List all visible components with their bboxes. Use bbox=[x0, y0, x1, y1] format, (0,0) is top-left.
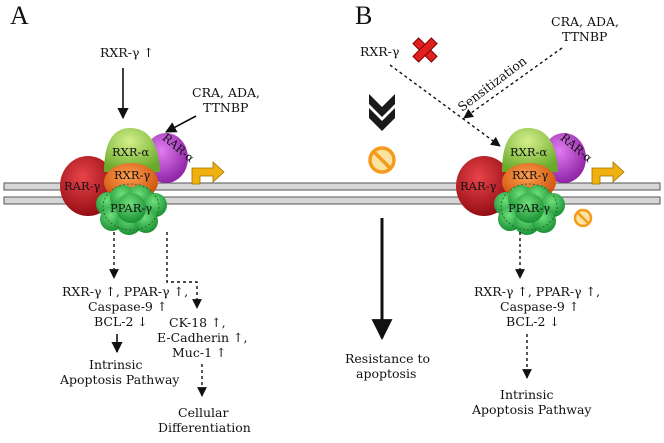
diff-markers-line1: CK-18 ↑, bbox=[169, 315, 226, 330]
apoptosis-pathway-label-a: Apoptosis Pathway bbox=[59, 372, 180, 387]
ligands-label-line1: CRA, ADA, bbox=[192, 85, 260, 100]
transcription-arrow-b bbox=[591, 161, 625, 185]
cellular-label: Cellular bbox=[178, 405, 228, 420]
transcription-arrow-a bbox=[191, 161, 225, 185]
ligands-label-b-line1: CRA, ADA, bbox=[551, 14, 619, 29]
ligands-label-b-line2: TTNBP bbox=[562, 29, 607, 44]
differentiation-label: Differentiation bbox=[158, 420, 251, 435]
small-prohibition-icon bbox=[573, 208, 593, 228]
svg-text:RXR-α: RXR-α bbox=[112, 145, 149, 159]
diff-markers-line2: E-Cadherin ↑, bbox=[157, 330, 248, 345]
ppar-gamma-blob bbox=[96, 185, 167, 235]
markers-line3-b: BCL-2 ↓ bbox=[506, 314, 560, 329]
receptor-complex-a: RAR-γ RXR-α RXR-γ RAR-α PPAR-γ bbox=[60, 128, 197, 235]
diff-markers-line3: Muc-1 ↑ bbox=[172, 345, 226, 360]
rxr-dashed-arrow-b bbox=[389, 64, 501, 147]
intrinsic-label-b: Intrinsic bbox=[500, 387, 553, 402]
markers-line2-a: Caspase-9 ↑ bbox=[88, 299, 167, 314]
differentiation-dashed-arrow bbox=[166, 232, 202, 309]
prohibition-icon bbox=[368, 146, 396, 174]
apoptosis-pathway-label-b: Apoptosis Pathway bbox=[471, 402, 592, 417]
ligands-label-line2: TTNBP bbox=[203, 100, 248, 115]
rxr-gamma-label-b: RXR-γ bbox=[360, 44, 399, 59]
svg-text:RXR-γ: RXR-γ bbox=[512, 168, 548, 182]
rxr-alpha-blob bbox=[104, 128, 160, 172]
markers-line1-a: RXR-γ ↑, PPAR-γ ↑, bbox=[62, 284, 188, 299]
markers-line2-b: Caspase-9 ↑ bbox=[500, 299, 579, 314]
resistance-label-line2: apoptosis bbox=[356, 366, 416, 381]
svg-text:RXR-γ: RXR-γ bbox=[114, 168, 150, 182]
markers-line3-a: BCL-2 ↓ bbox=[94, 314, 148, 329]
resistance-label-line1: Resistance to bbox=[345, 351, 430, 366]
double-chevron-down-icon bbox=[369, 94, 395, 131]
svg-text:RAR-γ: RAR-γ bbox=[64, 179, 101, 193]
ligand-arrow bbox=[165, 115, 197, 133]
panel-a-letter: A bbox=[10, 1, 29, 30]
x-mark-icon bbox=[412, 37, 438, 63]
sensitization-label: Sensitization bbox=[455, 53, 530, 114]
intrinsic-label-a: Intrinsic bbox=[89, 357, 142, 372]
sensitization-arrow bbox=[463, 47, 563, 119]
svg-text:RXR-α: RXR-α bbox=[510, 145, 547, 159]
svg-text:PPAR-γ: PPAR-γ bbox=[508, 201, 550, 215]
cell-membrane bbox=[3, 182, 661, 205]
svg-text:PPAR-γ: PPAR-γ bbox=[110, 201, 152, 215]
rxr-alpha-blob-b bbox=[502, 128, 558, 172]
rxr-gamma-up-label: RXR-γ ↑ bbox=[100, 45, 154, 60]
svg-text:RAR-γ: RAR-γ bbox=[460, 179, 497, 193]
markers-line1-b: RXR-γ ↑, PPAR-γ ↑, bbox=[474, 284, 600, 299]
ppar-gamma-blob-b bbox=[494, 185, 565, 235]
panel-b-letter: B bbox=[355, 1, 372, 30]
